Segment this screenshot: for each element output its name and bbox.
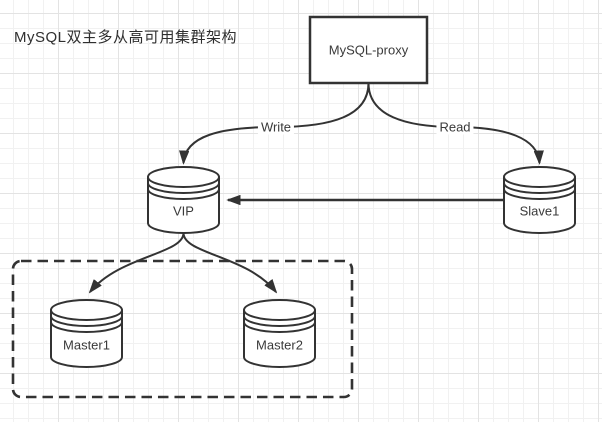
connector-vip-to-master1[interactable] (90, 232, 185, 292)
master2-node-cylinder[interactable] (243, 299, 316, 368)
proxy-node-rectangle[interactable] (308, 15, 429, 85)
write-edge-label: Write (257, 119, 295, 135)
vip-node-cylinder[interactable] (147, 166, 220, 234)
masters-group-box[interactable] (11, 259, 354, 399)
diagram-title: MySQL双主多从高可用集群架构 (14, 29, 238, 46)
master1-node-cylinder[interactable] (50, 299, 123, 368)
slave1-node-cylinder[interactable] (503, 166, 576, 234)
connector-vip-to-master2[interactable] (182, 232, 277, 292)
read-edge-label: Read (436, 119, 474, 135)
